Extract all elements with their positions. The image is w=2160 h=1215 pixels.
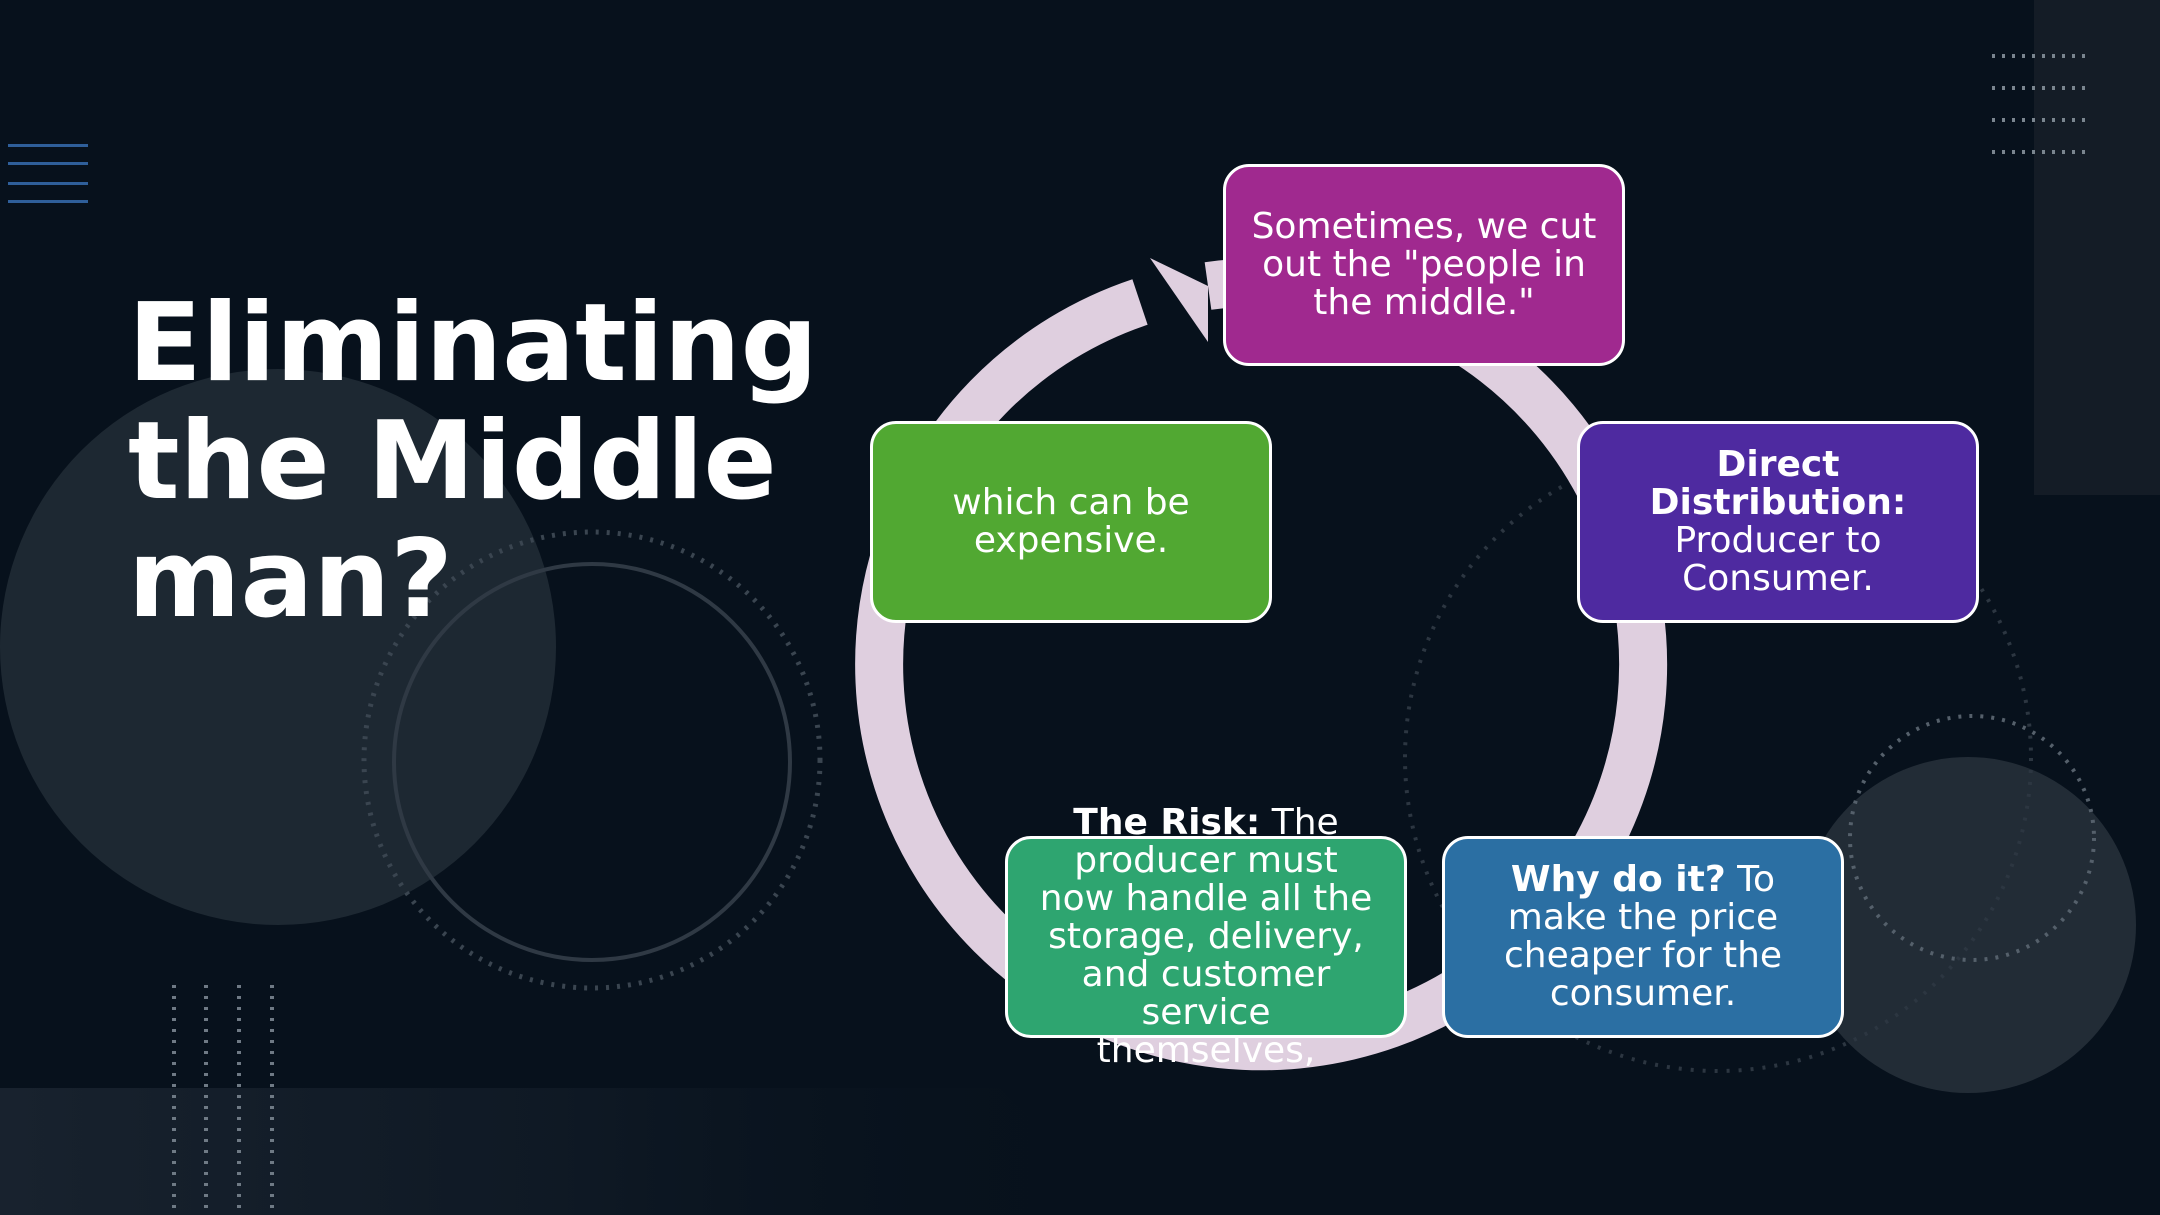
node-bold: Why do it?: [1510, 859, 1726, 900]
cycle-arrowhead: [1150, 258, 1208, 342]
decor-circle-right: [1800, 757, 2136, 1093]
node-text: To make the price cheaper for the consum…: [1503, 859, 1783, 1014]
node-bold: The Risk:: [1073, 802, 1261, 843]
node-text: Producer to Consumer.: [1674, 520, 1882, 599]
cycle-node-cut-out: Sometimes, we cut out the "people in the…: [1223, 164, 1625, 366]
decor-right-panel: [2034, 0, 2160, 495]
cycle-node-why: Why do it? To make the price cheaper for…: [1442, 836, 1844, 1038]
decor-dot-grid-top-right: [1992, 54, 2090, 154]
decor-ring-solid: [392, 562, 792, 962]
decor-bottom-band: [0, 1088, 1130, 1215]
decor-ring-mid-dotted: [1403, 443, 2033, 1073]
cycle-node-risk: The Risk: The producer must now handle a…: [1005, 804, 1407, 1070]
node-text: Sometimes, we cut out the "people in the…: [1251, 206, 1597, 323]
decor-ring-right-dotted: [1848, 714, 2096, 962]
node-text: which can be expensive.: [952, 482, 1190, 561]
cycle-node-expensive: which can be expensive.: [870, 421, 1272, 623]
node-bold: Direct Distribution:: [1649, 444, 1907, 523]
slide-title: Eliminating the Middleman?: [128, 281, 856, 642]
decor-dot-grid-top-left: [8, 144, 88, 203]
cycle-node-direct-distribution: Direct Distribution: Producer to Consume…: [1577, 421, 1979, 623]
node-text: The producer must now handle all the sto…: [1039, 802, 1373, 1071]
decor-ring-dotted: [361, 529, 823, 991]
decor-circle-large: [0, 369, 556, 925]
